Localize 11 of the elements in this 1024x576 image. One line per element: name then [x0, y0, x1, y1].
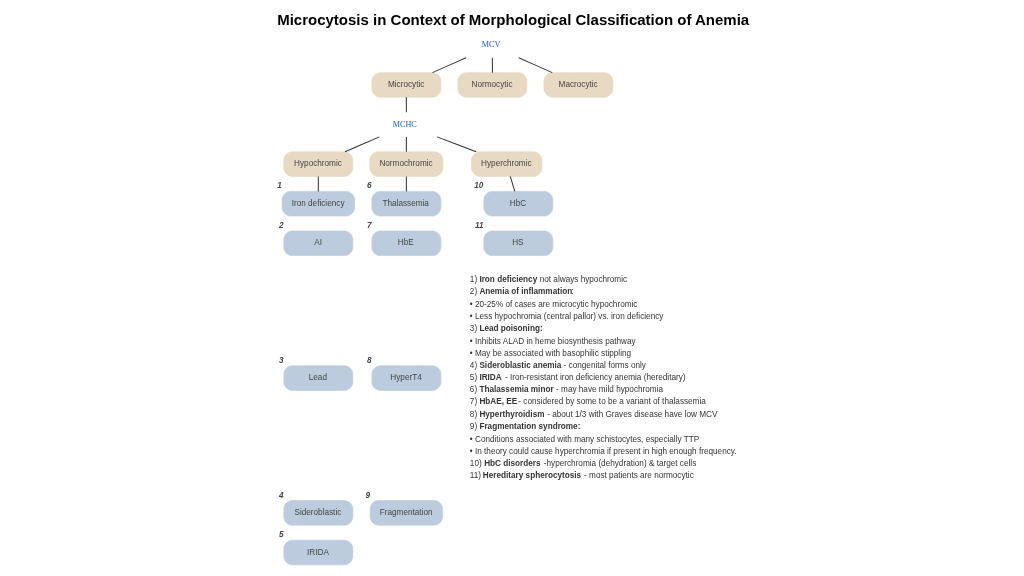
connector — [431, 57, 467, 74]
connector — [344, 136, 380, 153]
connector — [317, 175, 319, 192]
connector — [405, 96, 407, 113]
diagram-title: Microcytosis in Context of Morphological Classification of Anemia — [277, 11, 750, 29]
connector — [405, 136, 407, 153]
connector — [491, 57, 493, 74]
connector — [509, 175, 516, 192]
connector — [405, 175, 407, 192]
connector — [518, 57, 553, 74]
connector — [436, 136, 477, 153]
